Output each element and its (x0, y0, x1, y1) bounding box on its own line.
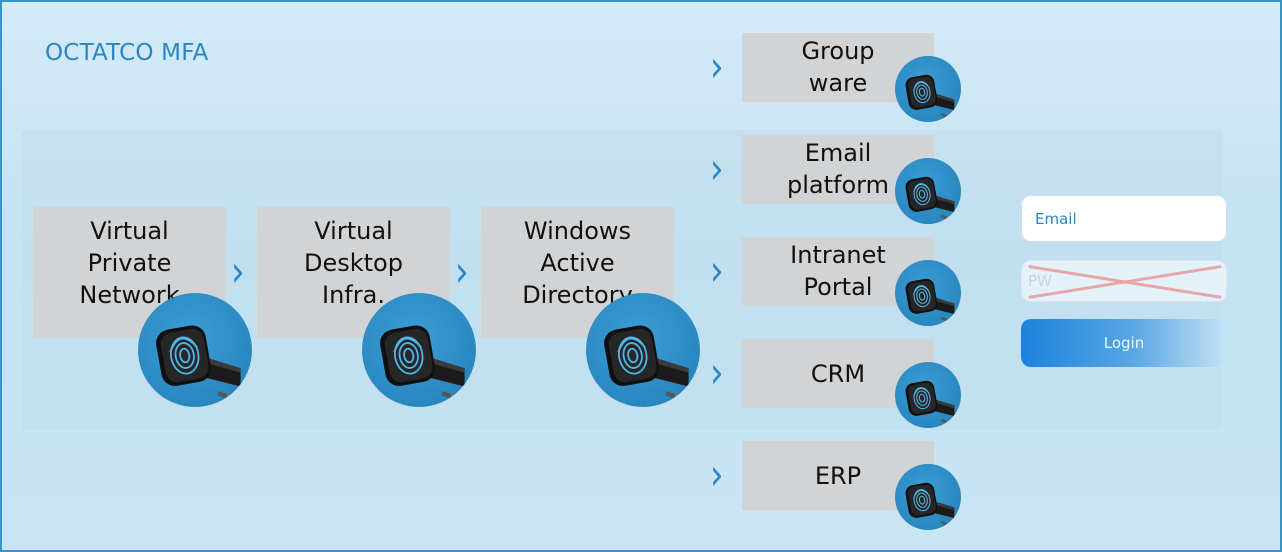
branch-box-label: Email platform (787, 139, 889, 199)
branch-box-label: Group ware (801, 37, 875, 97)
branch-box-label: CRM (810, 359, 866, 388)
chevron-right-icon: › (710, 450, 724, 500)
chevron-right-icon: › (710, 42, 724, 92)
fingerprint-usb-key-icon (895, 362, 961, 428)
flow-box-vpn: Virtual Private Network (33, 207, 226, 338)
fingerprint-usb-key-icon (362, 293, 476, 407)
branch-box-label: Intranet Portal (790, 241, 886, 301)
chevron-right-icon: › (231, 247, 245, 297)
chevron-right-icon: › (710, 144, 724, 194)
fingerprint-usb-key-icon (138, 293, 252, 407)
fingerprint-usb-key-icon (586, 293, 700, 407)
chevron-right-icon: › (710, 246, 724, 296)
password-placeholder: PW (1028, 272, 1052, 290)
login-button[interactable]: Login (1021, 319, 1227, 367)
chevron-right-icon: › (455, 247, 469, 297)
fingerprint-usb-key-icon (895, 56, 961, 122)
chevron-right-icon: › (710, 348, 724, 398)
flow-box-label: Virtual Desktop Infra. (304, 217, 403, 309)
branch-box-label: ERP (814, 461, 862, 490)
password-field[interactable]: PW (1021, 260, 1227, 302)
fingerprint-usb-key-icon (895, 158, 961, 224)
login-button-label: Login (1103, 334, 1145, 352)
email-field[interactable]: Email (1021, 195, 1227, 242)
page-title: OCTATCO MFA (45, 40, 209, 66)
fingerprint-usb-key-icon (895, 464, 961, 530)
fingerprint-usb-key-icon (895, 260, 961, 326)
cross-out-icon (1028, 265, 1222, 299)
email-placeholder: Email (1035, 209, 1077, 228)
